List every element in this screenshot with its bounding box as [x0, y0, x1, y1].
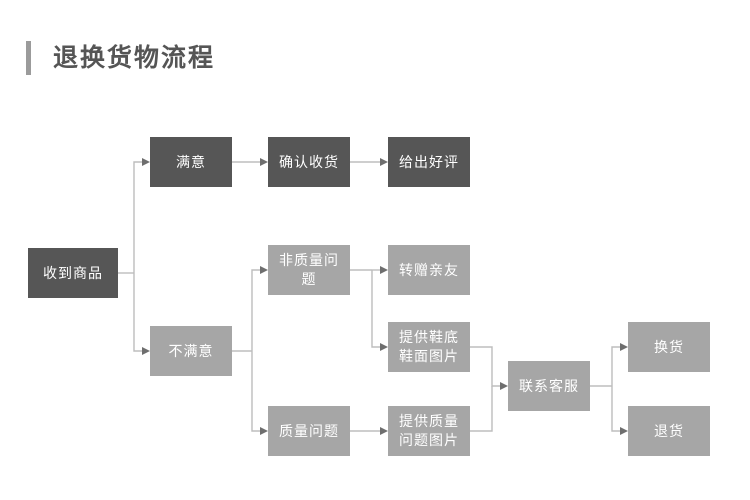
title-accent-bar: [26, 41, 31, 75]
flow-node-return[interactable]: 退货: [628, 406, 710, 456]
flow-node-quality[interactable]: 质量问题: [268, 406, 350, 456]
edge-unsatisfied-to-nonquality: [251, 269, 260, 351]
edge-support-to-exchange: [611, 346, 620, 386]
arrow-nonquality: [260, 266, 268, 274]
flow-node-label: 提供质量 问题图片: [399, 413, 459, 448]
flow-node-label: 联系客服: [519, 377, 579, 394]
flow-node-label: 非质量问题: [279, 252, 339, 287]
arrow-satisfied: [142, 158, 150, 166]
arrow-gift: [380, 266, 388, 274]
arrow-shoephotos: [380, 343, 388, 351]
flow-node-label: 确认收货: [279, 153, 339, 170]
edge-support-to-return: [611, 386, 620, 432]
flow-node-review[interactable]: 给出好评: [388, 137, 470, 187]
flow-node-label: 退货: [654, 422, 684, 439]
edge-shoephotos-to-support: [470, 346, 500, 387]
arrow-review: [380, 158, 388, 166]
arrow-confirm: [260, 158, 268, 166]
arrow-support-top: [500, 382, 508, 390]
arrow-return: [620, 427, 628, 435]
flow-node-label: 满意: [176, 153, 206, 170]
flow-node-label: 不满意: [168, 342, 214, 359]
flow-node-receive[interactable]: 收到商品: [28, 248, 118, 298]
edge-issuephotos-to-support: [470, 386, 493, 432]
arrow-quality: [260, 427, 268, 435]
arrow-exchange: [620, 343, 628, 351]
flow-node-label: 质量问题: [279, 422, 339, 439]
flow-node-issue-photos[interactable]: 提供质量 问题图片: [388, 406, 470, 456]
flow-node-label: 收到商品: [43, 264, 103, 281]
flow-node-support[interactable]: 联系客服: [508, 361, 590, 411]
edge-unsatisfied-to-quality: [251, 351, 260, 432]
edge-receive-to-satisfied: [133, 161, 142, 273]
flow-node-non-quality[interactable]: 非质量问题: [268, 245, 350, 295]
flow-node-label: 转赠亲友: [399, 261, 459, 278]
page-header: 退换货物流程: [26, 38, 215, 78]
flow-node-label: 换货: [654, 338, 684, 355]
flow-node-satisfied[interactable]: 满意: [150, 137, 232, 187]
arrow-issuephotos: [380, 427, 388, 435]
flow-node-label: 给出好评: [399, 153, 459, 170]
flow-node-shoe-photos[interactable]: 提供鞋底 鞋面图片: [388, 322, 470, 372]
arrow-unsatisfied: [142, 347, 150, 355]
page-title: 退换货物流程: [53, 43, 216, 72]
edge-receive-to-unsatisfied: [133, 273, 142, 352]
edge-nonquality-to-shoephotos: [371, 270, 380, 348]
flow-node-confirm[interactable]: 确认收货: [268, 137, 350, 187]
flow-node-exchange[interactable]: 换货: [628, 322, 710, 372]
flow-node-label: 提供鞋底 鞋面图片: [399, 329, 459, 364]
flow-node-unsatisfied[interactable]: 不满意: [150, 326, 232, 376]
flow-node-gift[interactable]: 转赠亲友: [388, 245, 470, 295]
